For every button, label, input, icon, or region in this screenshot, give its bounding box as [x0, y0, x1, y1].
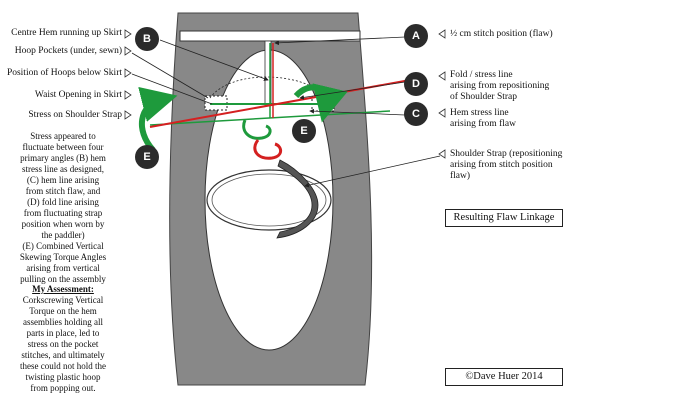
label-a-text: ½ cm stitch position (flaw): [450, 29, 553, 39]
assessment-body: Corkscrewing Vertical Torque on the hem …: [20, 295, 106, 393]
leader-hoop-pockets: [131, 52, 209, 99]
leader-strap: [304, 155, 441, 188]
hoop-below-line: [209, 76, 331, 99]
marker-e-right: E: [292, 119, 316, 143]
marker-d: D: [404, 72, 428, 96]
assessment-block: My Assessment: Corkscrewing Vertical Tor…: [2, 284, 124, 394]
torque-arrow-right: [293, 83, 348, 123]
stress-paragraph: Stress appeared to fluctuate between fou…: [19, 131, 107, 284]
label-strap-text: Shoulder Strap (repositioning arising fr…: [450, 149, 563, 181]
torque-arrow-left: [138, 86, 178, 153]
marker-a: A: [404, 24, 428, 48]
hem-line-flaw-green: [149, 110, 391, 126]
shoulder-strap-shape: [276, 159, 319, 239]
red-hook: [253, 139, 283, 160]
assessment-heading: My Assessment:: [32, 284, 94, 294]
leader-b: [159, 39, 269, 81]
leader-hoop-position: [131, 73, 213, 105]
label-hoop-pockets: Hoop Pockets (under, sewn): [14, 46, 122, 56]
leader-a: [274, 36, 406, 46]
label-hoop-position: Position of Hoops below Skirt: [6, 68, 122, 78]
green-hook: [242, 119, 272, 140]
label-c-text: Hem stress line arising from flaw: [450, 108, 516, 129]
marker-c: C: [404, 102, 428, 126]
copyright-box: ©Dave Huer 2014: [445, 368, 563, 386]
label-d-text: Fold / stress line arising from repositi…: [450, 70, 550, 102]
leader-c: [309, 108, 406, 116]
hoop-ellipse-outer: [206, 169, 332, 231]
marker-b: B: [135, 27, 159, 51]
label-waist-opening: Waist Opening in Skirt: [34, 90, 122, 100]
label-stress-strap: Stress on Shoulder Strap: [28, 110, 122, 120]
marker-e-left: E: [135, 145, 159, 169]
label-centre-hem: Centre Hem running up Skirt: [11, 28, 122, 38]
hoop-ellipse-inner: [211, 173, 327, 227]
top-hem-band: [179, 30, 361, 42]
result-box: Resulting Flaw Linkage: [445, 209, 563, 227]
leader-d: [299, 81, 406, 100]
